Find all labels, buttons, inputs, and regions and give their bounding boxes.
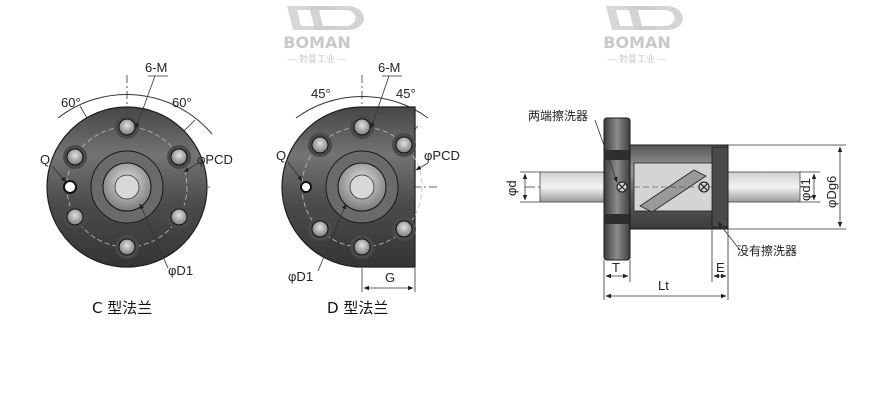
bolt-hole xyxy=(350,235,374,259)
side-d-label: φd xyxy=(504,180,519,196)
bolt-hole xyxy=(63,145,87,169)
watermark-tagline: — 勃曼工业 — xyxy=(287,53,347,65)
bolt-hole xyxy=(392,217,416,241)
side-return-tube xyxy=(639,169,707,213)
c-bolt-leader xyxy=(135,75,156,129)
side-dg6-label: φDg6 xyxy=(824,176,839,208)
c-angle-arc xyxy=(57,94,213,135)
bolt-hole xyxy=(167,145,191,169)
side-e-label: E xyxy=(716,260,725,275)
c-d1-label: φD1 xyxy=(168,263,193,278)
boman-logo-icon xyxy=(287,6,364,30)
bolt-hole xyxy=(167,205,191,229)
c-bolt-holes xyxy=(63,115,191,259)
d-g-label: G xyxy=(385,270,395,285)
c-flange-view: 6-M 60° 60° φPCD Q φD1 xyxy=(40,60,233,278)
d-d1-label: φD1 xyxy=(288,269,313,284)
watermark-left: BOMAN — 勃曼工业 — xyxy=(283,6,364,65)
c-screw-core xyxy=(114,174,140,200)
watermark-right: BOMAN — 勃曼工业 — xyxy=(603,6,683,65)
bolt-hole xyxy=(392,133,416,157)
d-flange-caption: D 型法兰 xyxy=(327,299,389,317)
c-angle-left-label: 60° xyxy=(61,95,81,110)
watermark-brand: BOMAN xyxy=(283,33,351,52)
bolt-hole xyxy=(115,115,139,139)
bolt-hole xyxy=(308,133,332,157)
watermark-tagline: — 勃曼工业 — xyxy=(607,53,667,65)
bolt-hole xyxy=(63,205,87,229)
d-angle-right-label: 45° xyxy=(396,86,416,101)
c-pcd-label: φPCD xyxy=(197,152,233,167)
watermark-brand: BOMAN xyxy=(603,33,671,52)
d-flange-view: 6-M 45° 45° φPCD Q φD1 G xyxy=(276,60,460,292)
side-wiper-both-label: 两端擦洗器 xyxy=(528,109,588,123)
boman-logo-icon xyxy=(606,6,683,30)
d-q-label: Q xyxy=(276,148,286,163)
d-bolt-label: 6-M xyxy=(378,60,400,75)
d-oil-hole-q xyxy=(300,181,312,193)
side-no-wiper-label: 没有擦洗器 xyxy=(737,243,797,258)
side-lt-label: Lt xyxy=(658,278,669,293)
d-angle-left-label: 45° xyxy=(311,86,331,101)
d-bolt-holes xyxy=(308,115,416,259)
side-shaft-right xyxy=(727,171,801,203)
c-q-label: Q xyxy=(40,152,50,167)
c-flange-caption: C 型法兰 xyxy=(92,299,153,317)
d-pcd-label: φPCD xyxy=(424,148,460,163)
bolt-hole xyxy=(308,217,332,241)
side-t-label: T xyxy=(612,260,620,275)
bolt-hole xyxy=(350,115,374,139)
side-nut-end-cap xyxy=(711,146,729,228)
c-angle-right-label: 60° xyxy=(172,95,192,110)
side-view: 两端擦洗器 没有擦洗器 φd φd1 φDg6 T E Lt xyxy=(504,109,846,300)
c-bolt-label: 6-M xyxy=(145,60,167,75)
side-shaft-left xyxy=(539,171,607,203)
bolt-hole xyxy=(115,235,139,259)
c-oil-hole-q xyxy=(63,180,77,194)
side-d1-label: φd1 xyxy=(798,178,813,201)
